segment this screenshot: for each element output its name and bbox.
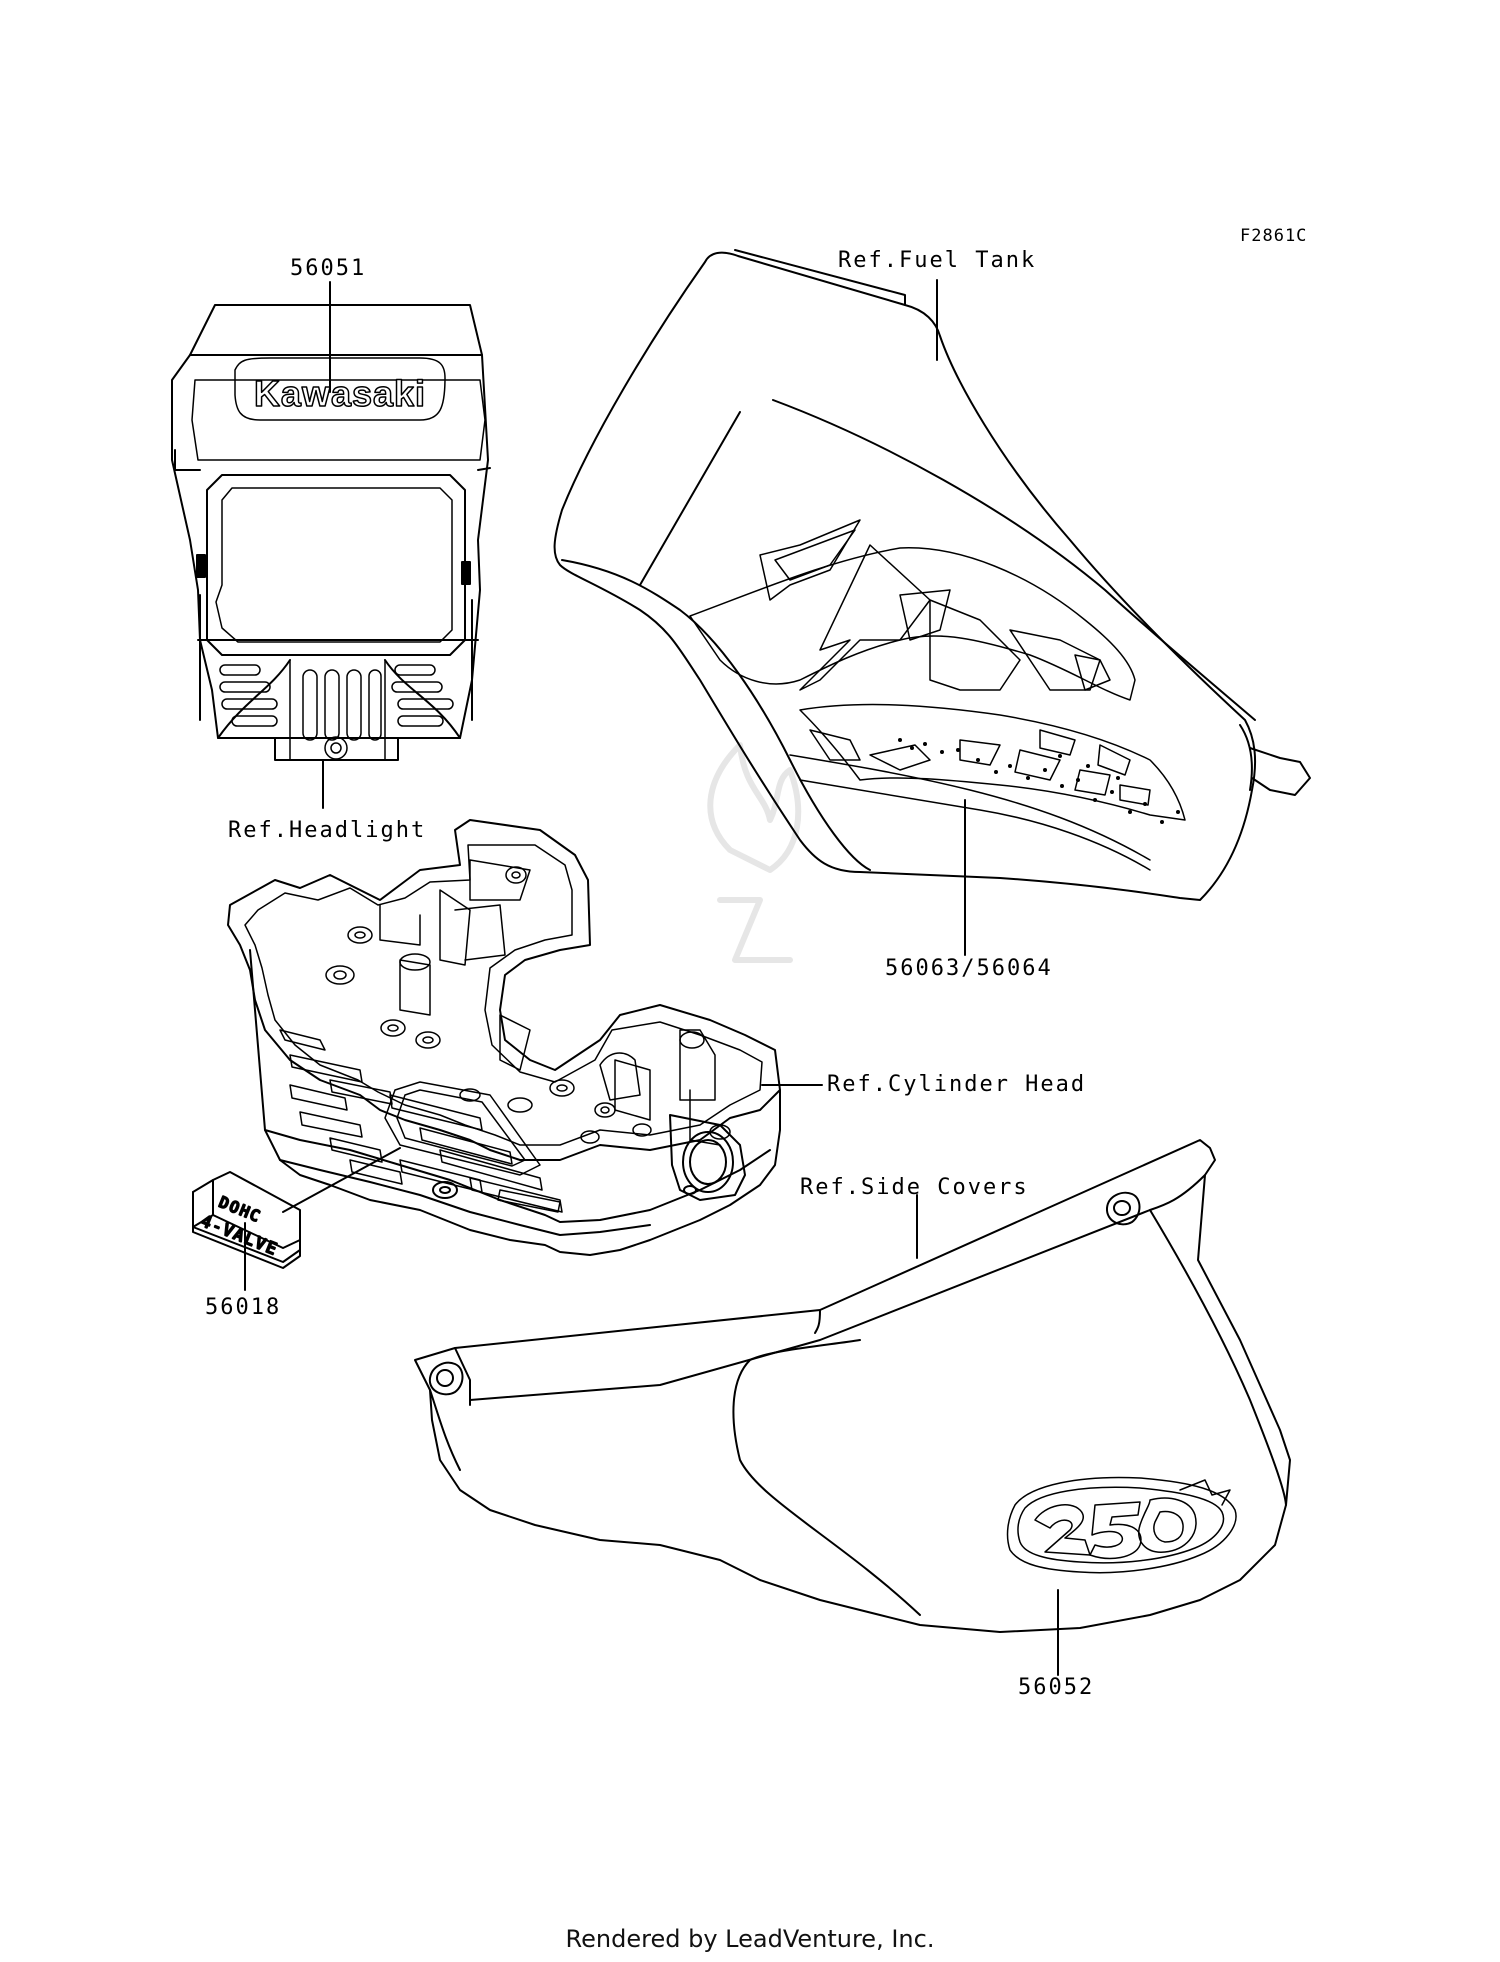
kawasaki-decal-text: Kawasaki [254,373,426,414]
callout-ref-headlight: Ref.Headlight [228,818,427,843]
side-cover-drawing [415,1140,1290,1632]
headlight-cover-drawing [172,305,490,760]
callout-56018: 56018 [205,1295,282,1320]
callout-56051: 56051 [290,256,367,281]
render-credit: Rendered by LeadVenture, Inc. [565,1925,935,1953]
watermark-logo [710,745,798,960]
callout-56052: 56052 [1018,1675,1095,1700]
figure-code: F2861C [1240,226,1308,246]
callout-ref-cylinder-head: Ref.Cylinder Head [827,1072,1087,1097]
cylinder-head-drawing [228,820,780,1255]
callout-ref-side-covers: Ref.Side Covers [800,1175,1029,1200]
callout-56063-56064: 56063/56064 [885,956,1053,981]
callout-ref-fuel-tank: Ref.Fuel Tank [838,248,1037,273]
fuel-tank-drawing [555,250,1310,900]
engine-badge-decal [193,1172,300,1268]
